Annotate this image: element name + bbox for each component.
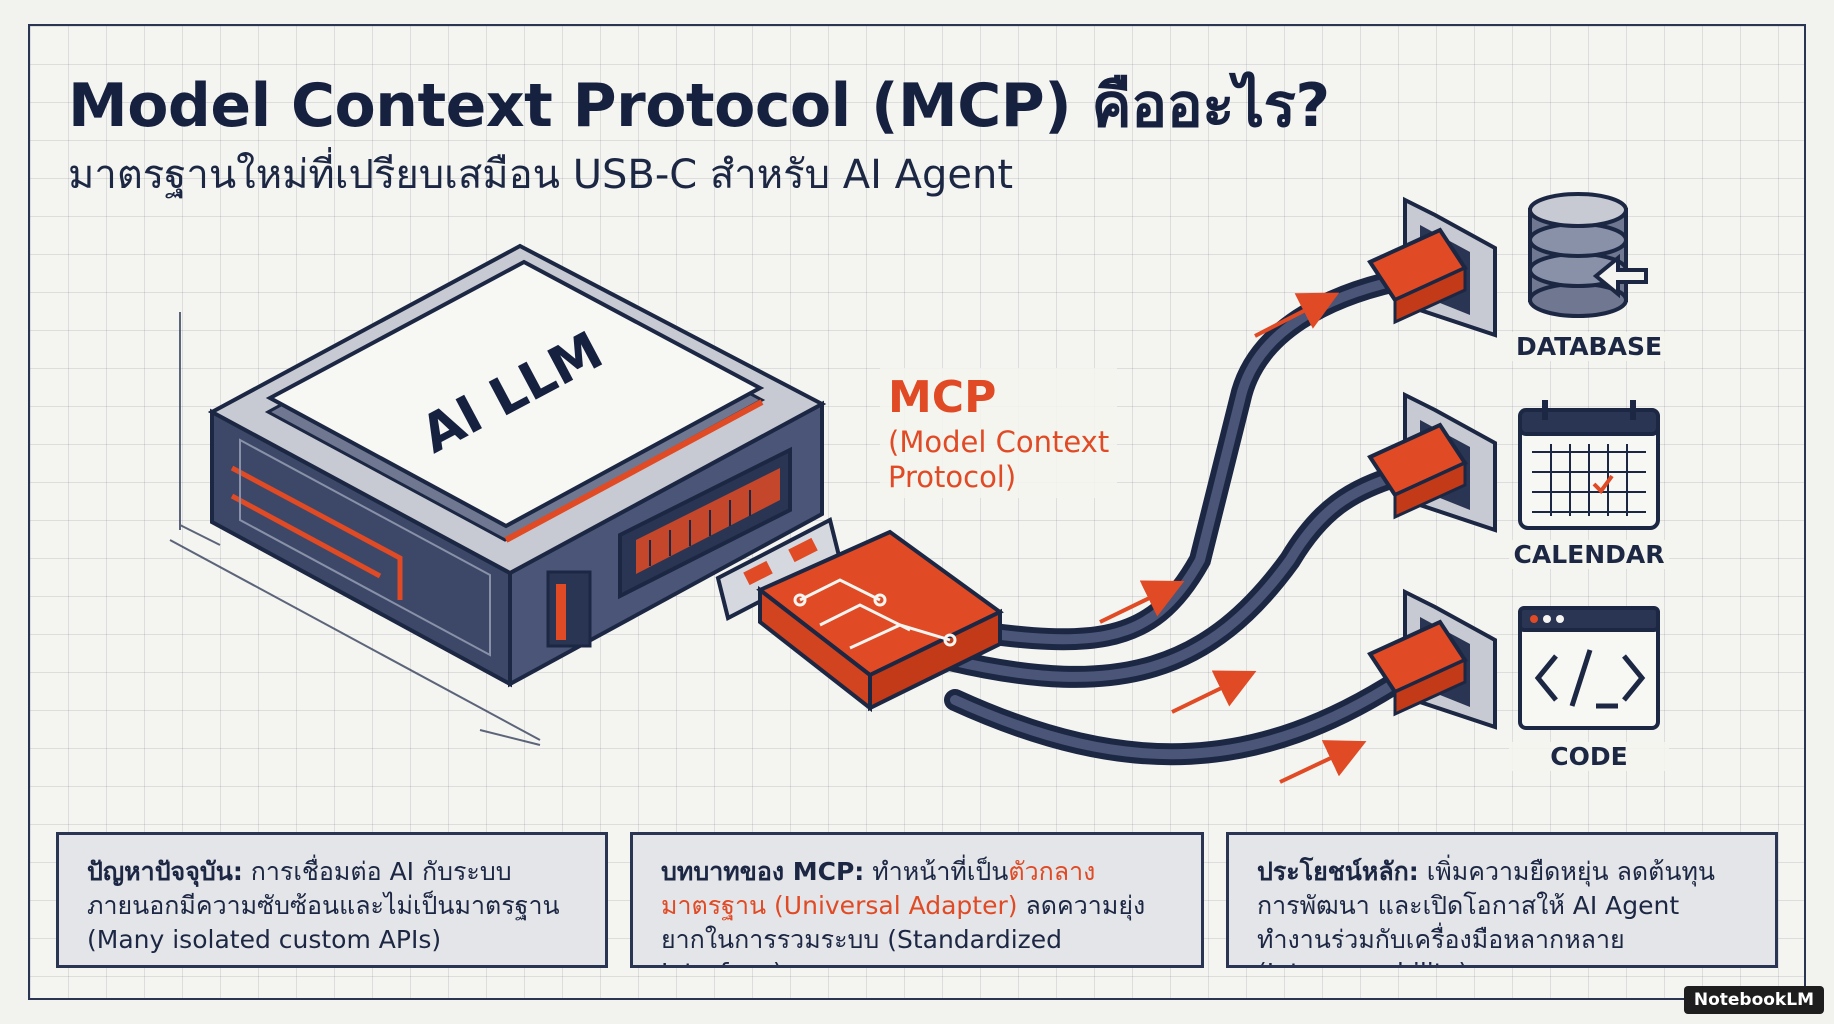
flow-arrow [1279,740,1367,784]
info-heading: ปัญหาปัจจุบัน: [87,857,243,886]
mcp-plug [715,517,1004,713]
socket-code [1367,588,1497,730]
mcp-subtitle-line1: (Model Context [888,424,1110,459]
socket-database [1367,196,1497,338]
info-accent-text: ตัวกลางมาตรฐาน (Universal Adapter) [661,857,1096,920]
mcp-subtitle-line2: Protocol) [888,459,1017,494]
mcp-title: MCP [888,372,997,423]
info-text: เพิ่มความยืดหยุ่น ลดต้นทุนการพัฒนา และเป… [1257,857,1716,965]
flow-arrow [1254,292,1340,338]
code-window-icon [1518,606,1660,730]
mcp-cables [919,269,1411,766]
info-heading: ประโยชน์หลัก: [1257,857,1419,886]
page-subtitle: มาตรฐานใหม่ที่เปรียบเสมือน USB-C สำหรับ … [68,152,1013,198]
notebooklm-watermark: NotebookLM [1683,986,1824,1014]
mcp-connector-label: MCP (Model Context Protocol) [880,368,1118,499]
resource-label-calendar: CALENDAR [1509,540,1669,569]
flow-arrow [1099,580,1185,624]
resource-label-code: CODE [1509,742,1669,771]
info-heading: บทบาทของ MCP: [661,857,865,886]
flow-arrow [1171,670,1257,714]
info-text: ทำหน้าที่เป็น [864,857,1009,886]
construction-lines [169,312,541,746]
info-text-end: ลดความยุ่งยากในการรวมระบบ (Standardized … [661,890,1146,965]
resource-label-database: DATABASE [1509,332,1669,361]
flow-arrows [1099,292,1367,784]
socket-calendar [1367,391,1497,533]
info-box-role: บทบาทของ MCP: ทำหน้าที่เป็นตัวกลางมาตรฐา… [630,832,1204,968]
calendar-icon [1518,400,1660,530]
info-box-problem: ปัญหาปัจจุบัน: การเชื่อมต่อ AI กับระบบภา… [56,832,608,968]
info-box-benefits: ประโยชน์หลัก: เพิ่มความยืดหยุ่น ลดต้นทุน… [1226,832,1778,968]
ai-llm-device [207,243,827,688]
info-text: การเชื่อมต่อ AI กับระบบภายนอกมีความซับซ้… [87,857,560,954]
database-icon [1528,192,1648,318]
page-title: Model Context Protocol (MCP) คืออะไร? [68,71,1330,141]
